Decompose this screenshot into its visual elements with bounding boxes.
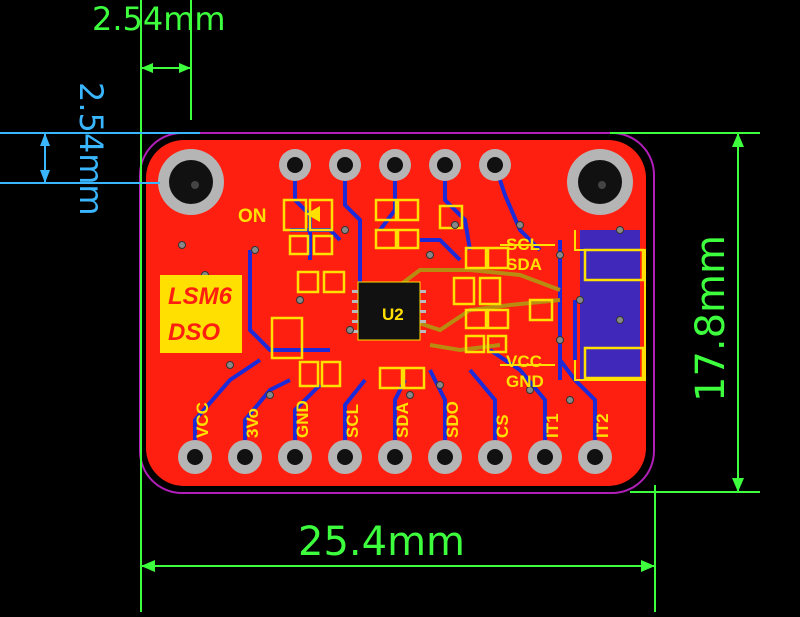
label-gnd: GND	[506, 372, 544, 391]
pin-label-sdo: SDO	[443, 401, 462, 438]
mounting-hole-left	[158, 149, 224, 215]
label-vcc: VCC	[506, 352, 542, 371]
label-sda: SDA	[506, 255, 542, 274]
chip-label: U2	[382, 305, 404, 324]
pin-label-it1: IT1	[543, 413, 562, 438]
pin-label-3vo: 3Vo	[243, 408, 262, 438]
pin-label-gnd: GND	[293, 400, 312, 438]
pin-label-vcc: VCC	[193, 402, 212, 438]
logo-box	[160, 275, 242, 353]
label-scl: SCL	[506, 235, 540, 254]
label-on: ON	[238, 206, 267, 227]
chip-u2	[357, 281, 421, 341]
logo-line2: DSO	[168, 319, 220, 346]
dim-board-height: 17.8mm	[688, 235, 734, 402]
silkscreen-lines	[500, 230, 646, 381]
pin-label-cs: CS	[493, 414, 512, 438]
copper-pour	[580, 230, 640, 380]
led-indicator-icon	[306, 206, 320, 222]
logo-line1: LSM6	[168, 283, 233, 310]
top-header-pins	[279, 149, 511, 181]
vias	[178, 221, 624, 404]
mounting-hole-right	[567, 149, 633, 215]
green-arrowheads	[141, 63, 744, 572]
pin-label-it2: IT2	[593, 413, 612, 438]
dim-top-pitch: 2.54mm	[92, 0, 226, 38]
chip-pins	[352, 290, 426, 333]
dim-board-width: 25.4mm	[298, 519, 465, 565]
dim-left-pitch: 2.54mm	[72, 82, 110, 216]
component-pads	[270, 198, 645, 390]
pin-label-scl: SCL	[343, 404, 362, 438]
pin-label-sda: SDA	[393, 402, 412, 438]
cyan-arrowheads	[40, 133, 50, 183]
bottom-header-pins	[178, 440, 612, 474]
